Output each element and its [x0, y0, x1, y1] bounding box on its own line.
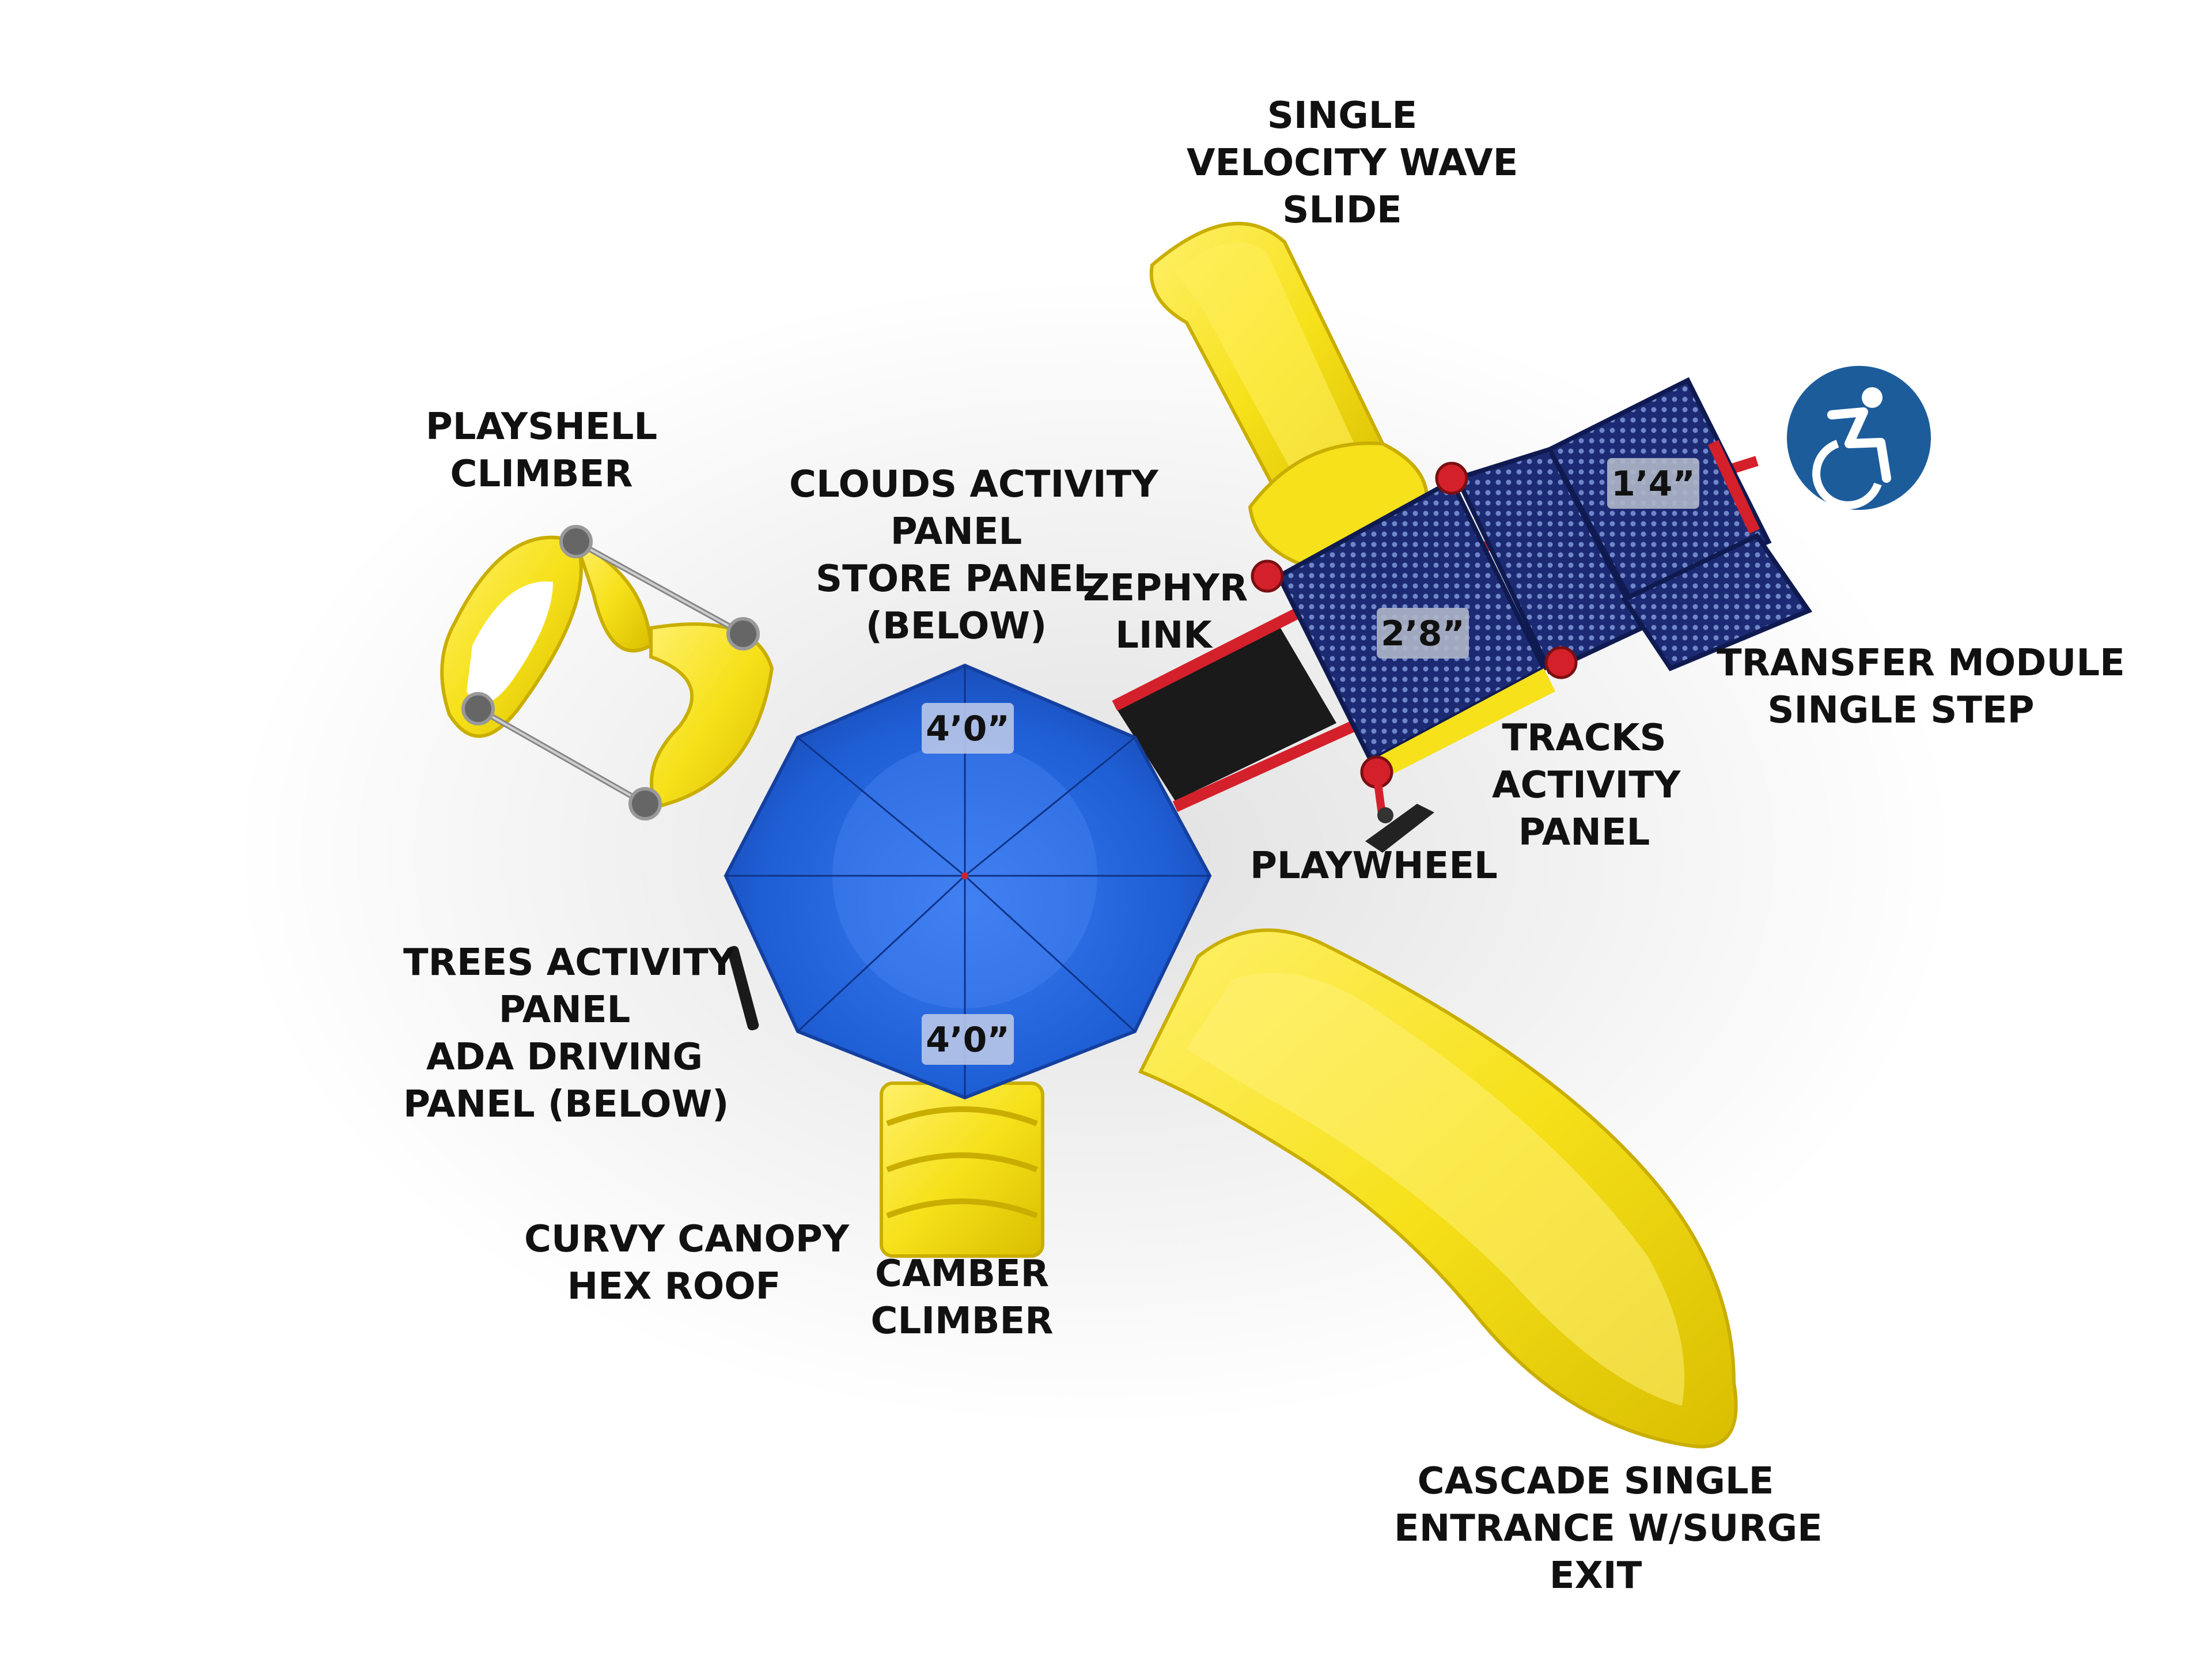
label-clouds-activity-panel: CLOUDS ACTIVITY PANEL STORE PANEL (BELOW… [789, 463, 1158, 648]
curvy-canopy-hex-roof [724, 663, 1212, 1100]
label-transfer-module: TRANSFER MODULE SINGLE STEP [1717, 642, 2125, 732]
label-curvy-canopy: CURVY CANOPY HEX ROOF [524, 1218, 850, 1308]
dimension-step: 1’4” [1607, 458, 1699, 509]
cascade-slide [1138, 928, 1738, 1449]
accessibility-icon [1787, 366, 1931, 510]
label-playwheel: PLAYWHEEL [1250, 845, 1498, 887]
dimension-deck: 2’8” [1377, 608, 1469, 659]
label-camber-climber: CAMBER CLIMBER [870, 1253, 1054, 1342]
label-tracks-activity-panel: TRACKS ACTIVITY PANEL [1492, 717, 1681, 854]
label-cascade-slide: CASCADE SINGLE ENTRANCE W/SURGE EXIT [1394, 1460, 1823, 1597]
dimension-deck-text: 2’8” [1381, 614, 1465, 654]
dimension-roof-bottom: 4’0” [922, 1014, 1014, 1065]
dimension-roof-top: 4’0” [922, 703, 1014, 754]
camber-climber [880, 1081, 1044, 1258]
trees-panel-edge [727, 946, 759, 1031]
label-zephyr-link: ZEPHYR LINK [1083, 567, 1248, 657]
label-velocity-slide: SINGLE VELOCITY WAVE SLIDE [1187, 94, 1518, 232]
dimension-roof-top-text: 4’0” [926, 709, 1010, 749]
deck-module [1251, 447, 1645, 789]
playshell-climber [440, 525, 774, 820]
dimension-step-text: 1’4” [1611, 464, 1695, 504]
label-trees-activity-panel: TREES ACTIVITY PANEL ADA DRIVING PANEL (… [403, 941, 736, 1126]
dimension-roof-bottom-text: 4’0” [926, 1020, 1010, 1060]
playwheel [1365, 774, 1434, 853]
label-playshell-climber: PLAYSHELL CLIMBER [425, 406, 658, 496]
